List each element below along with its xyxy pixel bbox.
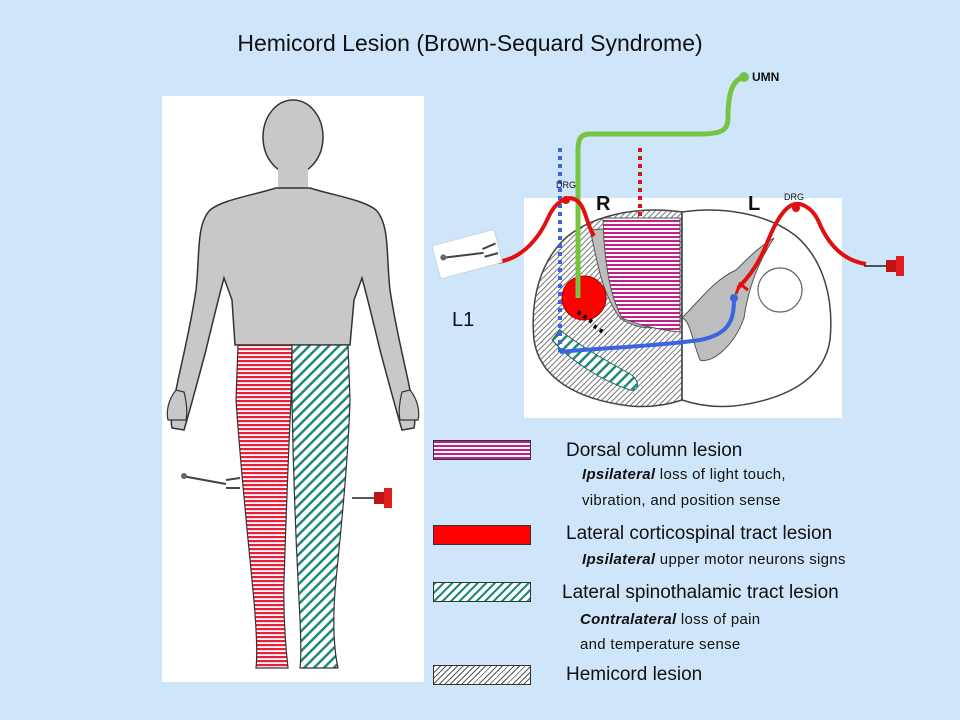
legend-desc-lcst: Ipsilateral upper motor neurons signs	[582, 551, 846, 568]
hemicord-left	[681, 209, 832, 408]
level-label: L1	[452, 309, 475, 331]
drg-right-label: DRG	[556, 180, 576, 190]
legend-emph-lstt: Contralateral	[580, 611, 677, 628]
legend-emph-dorsal: Ipsilateral	[582, 466, 656, 483]
legend-desc-lstt: Contralateral loss of pain	[580, 611, 760, 628]
legend-swatch-dorsal	[433, 440, 531, 460]
synapse-left	[734, 281, 749, 295]
legend-line2-dorsal: vibration, and position sense	[582, 492, 781, 509]
pathways	[497, 72, 867, 354]
spinothalamic-terminal	[730, 294, 738, 302]
legend-desc-dorsal: Ipsilateral loss of light touch,	[582, 466, 786, 483]
legend-emph-lcst: Ipsilateral	[582, 551, 656, 568]
legend-title-hemi: Hemicord lesion	[566, 664, 703, 685]
dorsal-root-left	[736, 201, 867, 290]
right-leg-lcst-zone	[235, 344, 293, 669]
page-title: Hemicord Lesion (Brown-Sequard Syndrome)	[237, 30, 703, 56]
human-figure	[166, 99, 420, 669]
legend-title-lstt: Lateral spinothalamic tract lesion	[562, 582, 839, 603]
legend-line1-lcst: upper motor neurons signs	[655, 551, 846, 568]
pin-icon	[864, 256, 904, 276]
gray-matter-left	[681, 237, 775, 362]
gray-matter-outline-left	[757, 267, 803, 313]
lateral-spinothalamic-tract-lesion	[551, 329, 638, 391]
lateral-corticospinal-tract-lesion	[561, 275, 607, 321]
pin-icon	[352, 488, 392, 508]
head	[262, 99, 324, 175]
legend-swatch-lcst	[433, 525, 531, 545]
dorsal-root-right	[497, 196, 596, 264]
umn-tract	[575, 74, 745, 298]
legend-line1-lstt: loss of pain	[676, 611, 761, 628]
torso-and-arms	[170, 187, 416, 431]
legend-swatch-hemi	[433, 665, 531, 685]
drg-left-label: DRG	[784, 192, 804, 202]
left-leg-lstt-zone	[291, 344, 351, 669]
drg-left	[792, 204, 800, 212]
umn-cell-body	[739, 72, 749, 82]
right-hand	[166, 389, 188, 421]
spinal-cord	[532, 209, 832, 408]
spinothalamic-crossing	[559, 297, 736, 354]
umn-label: UMN	[752, 70, 780, 84]
tuning-fork-icon	[181, 473, 241, 489]
side-right-label: R	[596, 193, 611, 215]
legend-line2-lstt: and temperature sense	[580, 636, 741, 653]
side-left-label: L	[748, 193, 761, 215]
tuning-fork-icon	[431, 229, 503, 280]
legend-swatch-lstt	[433, 582, 531, 602]
left-hand	[398, 389, 420, 421]
legend-line1-dorsal: loss of light touch,	[655, 466, 786, 483]
dorsal-column-lesion	[602, 217, 681, 333]
lesion-boundary-2	[592, 324, 608, 336]
legend-title-dorsal: Dorsal column lesion	[566, 440, 743, 461]
drg-right	[562, 196, 570, 204]
lesion-boundary-1	[576, 310, 594, 324]
legend-title-lcst: Lateral corticospinal tract lesion	[566, 523, 833, 544]
